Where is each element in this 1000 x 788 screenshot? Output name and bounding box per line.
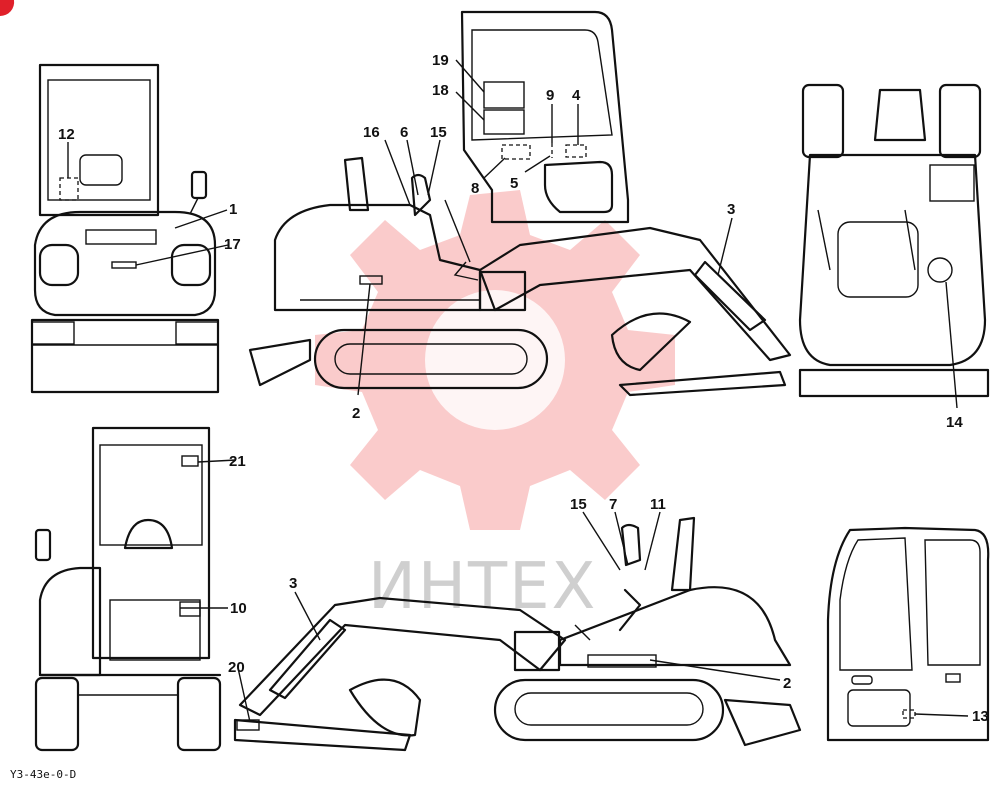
left-side-view-machine [248, 10, 792, 397]
callout-9: 9 [546, 87, 554, 104]
rear-view-machine [30, 63, 220, 394]
callout-7: 7 [609, 496, 617, 513]
callout-8: 8 [471, 180, 479, 197]
callout-1: 1 [229, 201, 237, 218]
decal-spot-8 [501, 144, 531, 160]
callout-2-bottom: 2 [783, 675, 791, 692]
callout-5: 5 [510, 175, 518, 192]
callout-6: 6 [400, 124, 408, 141]
callout-15-bottom: 15 [570, 496, 587, 513]
callout-18: 18 [432, 82, 449, 99]
drawing-code: Y3-43e-0-D [10, 768, 76, 781]
callout-3-bottom: 3 [289, 575, 297, 592]
leader-lines [67, 59, 969, 723]
callout-10: 10 [230, 600, 247, 617]
watermark-text: ИНТЕХ [368, 550, 597, 624]
decal-spot-12 [59, 177, 79, 201]
decal-spot-21 [181, 455, 199, 467]
cab-view [826, 526, 990, 742]
callout-13: 13 [972, 708, 989, 725]
callout-15-top: 15 [430, 124, 447, 141]
watermark-gear [315, 190, 675, 530]
decal-spot-19 [483, 81, 525, 109]
callout-4: 4 [572, 87, 581, 104]
decal-spot-20 [236, 719, 260, 731]
rear-right-view-machine [34, 426, 222, 752]
callout-labels: 1 2 2 3 3 4 5 6 7 8 9 10 11 12 13 14 15 … [58, 52, 989, 725]
callout-16: 16 [363, 124, 380, 141]
front-view-machine [798, 83, 990, 398]
callout-2-top: 2 [352, 405, 360, 422]
decal-spot-4 [565, 144, 587, 158]
callout-3-top: 3 [727, 201, 735, 218]
callout-12: 12 [58, 126, 75, 143]
callout-11: 11 [650, 496, 666, 513]
right-side-view-machine [233, 516, 802, 752]
callout-19: 19 [432, 52, 449, 69]
callout-14: 14 [946, 414, 963, 431]
corner-mark [0, 0, 15, 17]
callout-21: 21 [229, 453, 246, 470]
decal-spot-13 [902, 709, 916, 719]
decal-spot-18 [483, 109, 525, 135]
callout-17: 17 [224, 236, 241, 253]
callout-20: 20 [228, 659, 245, 676]
